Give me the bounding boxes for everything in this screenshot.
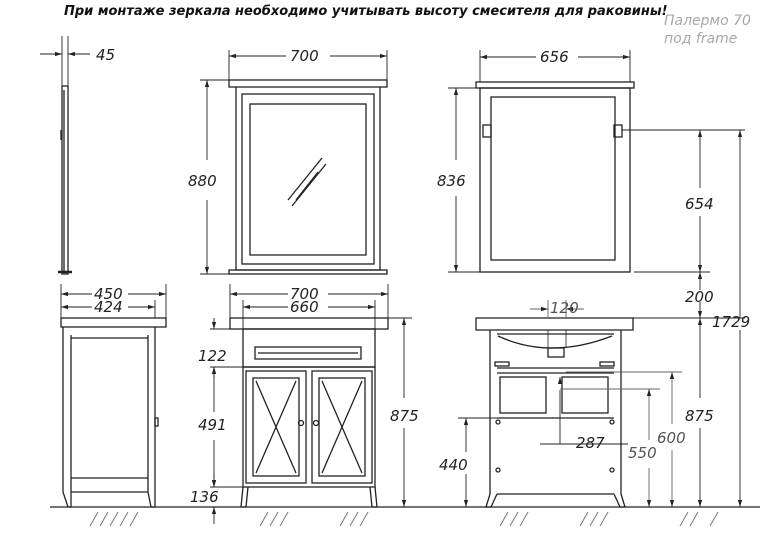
mirror-rear-view bbox=[475, 81, 635, 273]
mirror-side-view bbox=[58, 85, 72, 275]
dim-label-880: 880 bbox=[188, 172, 217, 190]
dim-label-200: 200 bbox=[685, 288, 714, 306]
dim-label-836: 836 bbox=[437, 172, 466, 190]
dim-label-700-vanity: 700 bbox=[290, 285, 319, 303]
mirror-front-view bbox=[228, 79, 388, 275]
dim-label-120: 120 bbox=[550, 299, 579, 317]
dim-label-600: 600 bbox=[657, 429, 686, 447]
dim-424 bbox=[61, 300, 156, 318]
dim-label-491: 491 bbox=[198, 416, 227, 434]
dim-label-660: 660 bbox=[290, 298, 319, 316]
dim-656 bbox=[479, 50, 631, 82]
dim-label-550: 550 bbox=[628, 444, 657, 462]
model-label: Палермо 70 под frame bbox=[664, 12, 751, 48]
dim-label-875-right: 875 bbox=[685, 407, 714, 425]
dim-880 bbox=[200, 79, 229, 275]
dim-label-700-mirror: 700 bbox=[290, 47, 319, 65]
dim-600 bbox=[566, 371, 682, 507]
dim-label-287: 287 bbox=[576, 434, 605, 452]
dim-label-654: 654 bbox=[685, 195, 714, 213]
dim-label-122: 122 bbox=[198, 347, 227, 365]
dim-287 bbox=[540, 377, 628, 445]
dim-700-mirror bbox=[228, 50, 388, 80]
vanity-front-view bbox=[229, 317, 389, 508]
dim-label-1729: 1729 bbox=[712, 313, 750, 331]
dim-120 bbox=[530, 300, 584, 318]
dim-label-440: 440 bbox=[439, 456, 468, 474]
dim-label-875-left: 875 bbox=[390, 407, 419, 425]
vanity-side-view bbox=[60, 317, 167, 508]
dim-660 bbox=[242, 300, 376, 329]
dim-836 bbox=[448, 87, 480, 273]
dim-700-vanity bbox=[229, 284, 389, 318]
dim-550 bbox=[560, 388, 660, 507]
mounting-note: При монтаже зеркала необходимо учитывать… bbox=[64, 4, 668, 19]
floor-line bbox=[50, 506, 760, 527]
dim-label-656: 656 bbox=[540, 48, 569, 66]
dim-654 bbox=[622, 129, 745, 273]
dim-label-424: 424 bbox=[94, 298, 123, 316]
dim-label-136: 136 bbox=[190, 488, 219, 506]
dim-label-45: 45 bbox=[96, 46, 115, 64]
model-variant: под frame bbox=[664, 31, 738, 47]
vanity-rear-view bbox=[475, 317, 634, 508]
dim-200 bbox=[633, 272, 745, 319]
dim-45 bbox=[40, 36, 90, 86]
dim-450 bbox=[60, 284, 167, 318]
dim-label-450: 450 bbox=[94, 285, 123, 303]
model-name: Палермо 70 bbox=[664, 13, 751, 29]
